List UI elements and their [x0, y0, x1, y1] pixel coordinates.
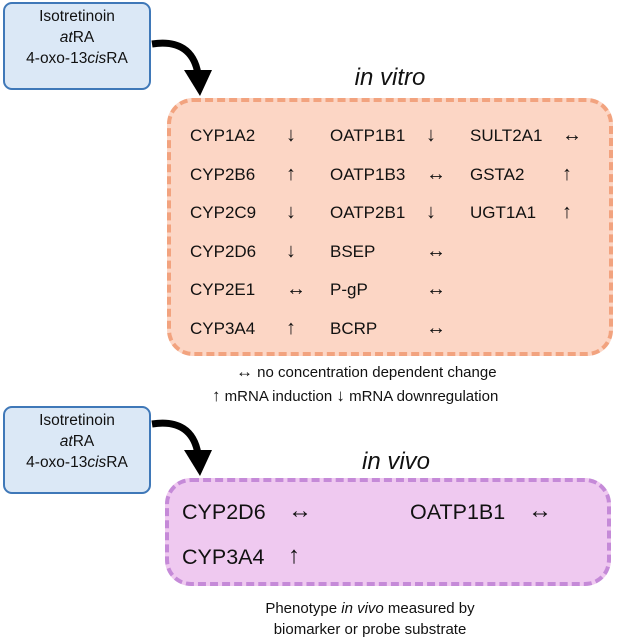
gene-name: CYP3A4 — [190, 318, 256, 338]
gene-name: BCRP — [330, 318, 378, 338]
bidirectional-arrow-icon: ↔ — [426, 316, 446, 339]
caption-line-2: biomarker or probe substrate — [273, 621, 467, 638]
in-vitro-item: BSEP ↔ — [330, 240, 446, 262]
compound-atra: atRA — [59, 29, 95, 46]
bidirectional-arrow-icon: ↔ — [236, 362, 253, 381]
in-vitro-title: in vitro — [354, 64, 426, 91]
gene-name: OATP2B1 — [330, 203, 406, 222]
down-arrow-icon: ↓ — [286, 239, 296, 262]
bidirectional-arrow-icon: ↔ — [426, 239, 446, 262]
gene-name: OATP1B1 — [330, 126, 406, 145]
gene-name: CYP2B6 — [190, 164, 256, 184]
compound-atra: atRA — [59, 433, 95, 450]
gene-name: CYP1A2 — [190, 126, 256, 145]
up-arrow-icon: ↑ — [288, 542, 300, 569]
legend-no-change: ↔ no concentration dependent change — [236, 362, 497, 382]
in-vitro-item: CYP2E1 ↔ — [190, 278, 306, 300]
bidirectional-arrow-icon: ↔ — [286, 278, 306, 300]
in-vitro-item: BCRP ↔ — [330, 317, 446, 339]
gene-name: OATP1B3 — [330, 164, 406, 184]
in-vitro-item: OATP2B1 ↓ — [330, 201, 436, 223]
compound-isotretinoin: Isotretinoin — [39, 412, 115, 429]
in-vivo-item: OATP1B1 ↔ — [410, 497, 552, 525]
compound-4-oxo-13cisra: 4-oxo-13cisRA — [26, 454, 128, 471]
in-vitro-item: UGT1A1 ↑ — [470, 201, 572, 223]
legend-down-text: mRNA downregulation — [349, 388, 499, 405]
in-vitro-item: SULT2A1 ↔ — [470, 124, 582, 146]
legend-no-change-text: no concentration dependent change — [257, 364, 497, 381]
in-vitro-item: GSTA2 ↑ — [470, 163, 572, 185]
up-arrow-icon: ↑ — [212, 386, 221, 405]
in-vitro-item: P-gP ↔ — [330, 278, 446, 300]
in-vitro-item: CYP2D6 ↓ — [190, 240, 296, 262]
gene-name: UGT1A1 — [470, 203, 537, 222]
bidirectional-arrow-icon: ↔ — [426, 278, 446, 300]
gene-name: SULT2A1 — [470, 126, 543, 145]
caption-line-1: Phenotype in vivo measured by — [265, 600, 475, 617]
gene-name: CYP2C9 — [190, 203, 257, 222]
curved-arrow-icon — [151, 419, 212, 476]
compound-isotretinoin: Isotretinoin — [39, 8, 115, 25]
gene-name: CYP2D6 — [182, 500, 266, 524]
in-vivo-panel — [165, 478, 611, 586]
gene-name: CYP3A4 — [182, 545, 265, 569]
legend-regulation: ↑ mRNA induction ↓ mRNA downregulation — [212, 386, 498, 406]
up-arrow-icon: ↑ — [562, 162, 572, 185]
bidirectional-arrow-icon: ↔ — [288, 497, 312, 524]
up-arrow-icon: ↑ — [286, 162, 296, 185]
gene-name: OATP1B1 — [410, 500, 506, 524]
bidirectional-arrow-icon: ↔ — [426, 162, 446, 185]
up-arrow-icon: ↑ — [286, 316, 296, 339]
down-arrow-icon: ↓ — [286, 201, 296, 223]
bidirectional-arrow-icon: ↔ — [562, 124, 582, 146]
in-vitro-item: CYP3A4 ↑ — [190, 317, 296, 339]
gene-name: CYP2E1 — [190, 280, 256, 299]
down-arrow-icon: ↓ — [426, 124, 436, 146]
gene-name: CYP2D6 — [190, 241, 257, 261]
up-arrow-icon: ↑ — [562, 201, 572, 223]
curved-arrow-icon — [151, 39, 212, 96]
in-vitro-item: CYP1A2 ↓ — [190, 124, 296, 146]
down-arrow-icon: ↓ — [426, 201, 436, 223]
gene-name: BSEP — [330, 241, 376, 261]
in-vitro-item: OATP1B3 ↔ — [330, 163, 446, 185]
in-vitro-item: CYP2C9 ↓ — [190, 201, 296, 223]
in-vitro-item: CYP2B6 ↑ — [190, 163, 296, 185]
compound-box-bottom: Isotretinoin atRA 4-oxo-13cisRA — [3, 406, 151, 494]
in-vitro-panel — [167, 98, 613, 356]
in-vitro-item: OATP1B1 ↓ — [330, 124, 436, 146]
gene-name: P-gP — [330, 280, 368, 299]
in-vivo-item: CYP3A4 ↑ — [182, 542, 300, 570]
compound-box-top: Isotretinoin atRA 4-oxo-13cisRA — [3, 2, 151, 90]
gene-name: GSTA2 — [470, 164, 525, 184]
in-vivo-item: CYP2D6 ↔ — [182, 497, 312, 525]
caption: Phenotype in vivo measured by biomarker … — [210, 598, 530, 640]
compound-4-oxo-13cisra: 4-oxo-13cisRA — [26, 50, 128, 67]
down-arrow-icon: ↓ — [336, 386, 345, 405]
legend-induction-text: mRNA induction — [224, 388, 333, 405]
bidirectional-arrow-icon: ↔ — [528, 497, 552, 524]
down-arrow-icon: ↓ — [286, 124, 296, 146]
in-vivo-title: in vivo — [361, 448, 431, 475]
